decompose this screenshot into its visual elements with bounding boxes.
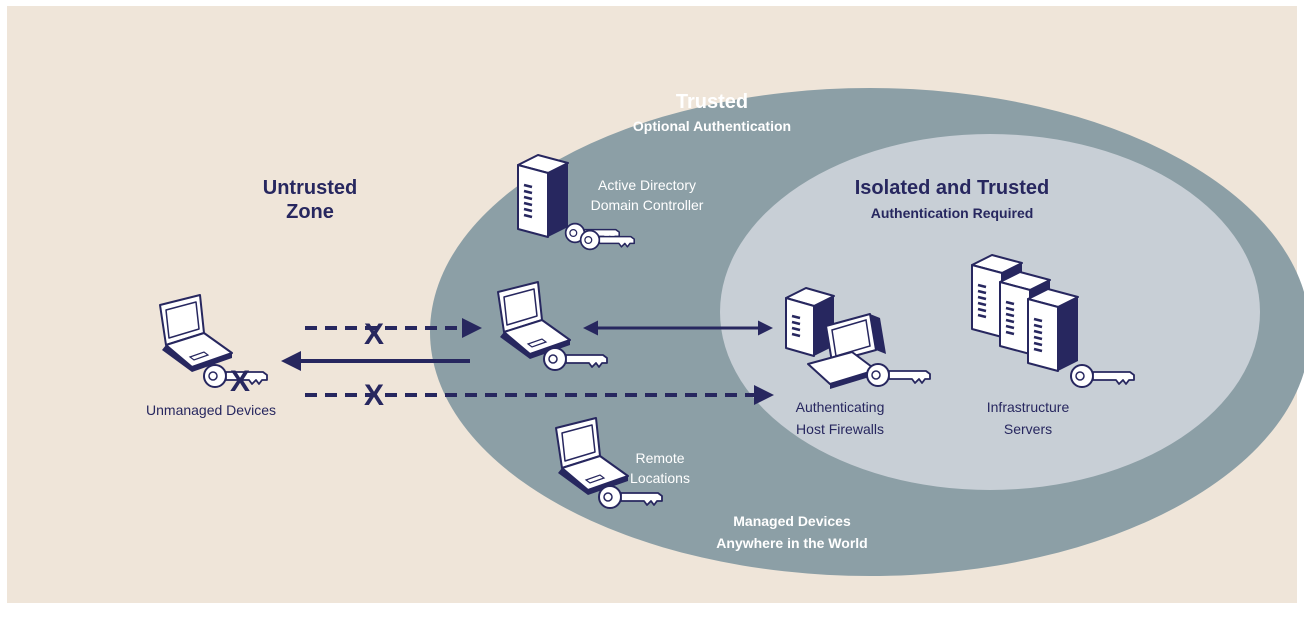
untrusted-zone-label-1: Untrusted — [263, 177, 357, 199]
host-firewalls-label-1: Authenticating — [796, 399, 885, 415]
blocked-x-icon-1: X — [364, 318, 384, 351]
unmanaged-key-blocked-x-icon: X — [230, 365, 250, 398]
host-firewall-desktop-computer-icon — [785, 287, 886, 389]
trusted-zone-subtitle: Optional Authentication — [633, 118, 791, 134]
managed-devices-label-1: Managed Devices — [733, 513, 851, 529]
infrastructure-servers-label-2: Servers — [1004, 421, 1052, 437]
host-firewalls-label-2: Host Firewalls — [796, 421, 884, 437]
infrastructure-servers-label-1: Infrastructure — [987, 399, 1070, 415]
trusted-zone-title: Trusted — [676, 91, 748, 113]
unmanaged-devices-label: Unmanaged Devices — [146, 402, 276, 418]
managed-devices-label-2: Anywhere in the World — [716, 535, 867, 551]
active-directory-label-1: Active Directory — [598, 177, 696, 193]
isolated-zone-subtitle: Authentication Required — [871, 205, 1034, 221]
remote-locations-label-1: Remote — [635, 450, 684, 466]
isolated-zone-title: Isolated and Trusted — [855, 177, 1049, 199]
domain-controller-server-icon — [516, 153, 570, 239]
remote-locations-label-2: Locations — [630, 470, 690, 486]
active-directory-label-2: Domain Controller — [591, 197, 704, 213]
untrusted-zone-label-2: Zone — [286, 201, 334, 223]
blocked-x-icon-2: X — [364, 379, 384, 412]
